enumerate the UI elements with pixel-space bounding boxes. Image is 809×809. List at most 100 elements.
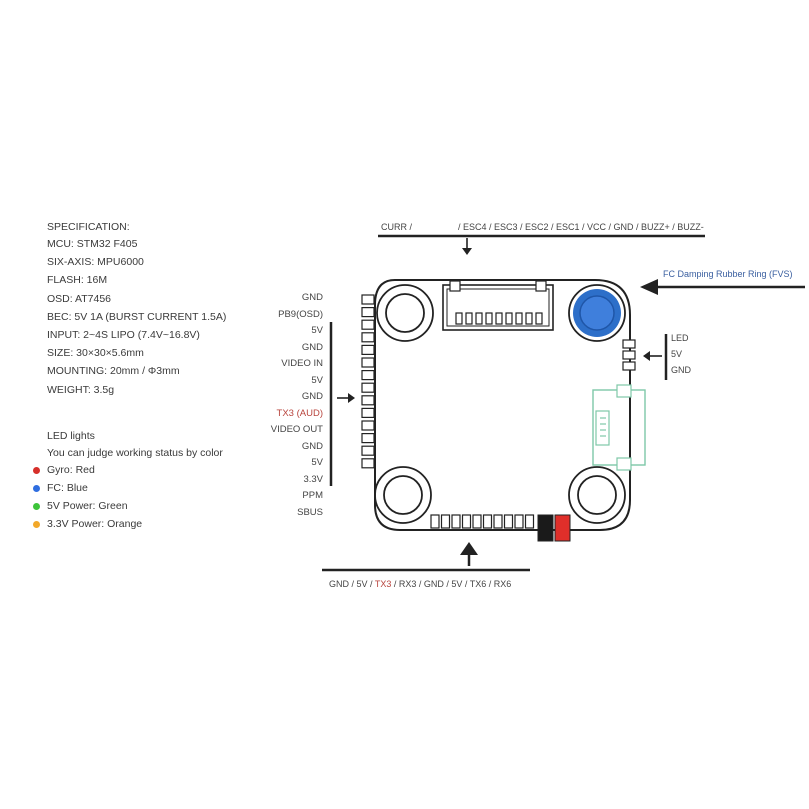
bottom-pad (482, 514, 493, 529)
bottom-pad (524, 514, 535, 529)
left-pad (361, 319, 375, 330)
bottom-pad (472, 514, 482, 529)
spec-line: BEC: 5V 1A (BURST CURRENT 1.5A) (47, 310, 227, 323)
led-label: 5V Power: Green (47, 500, 128, 512)
left-pad (361, 407, 375, 418)
right-pad (622, 361, 636, 371)
led-label: FC: Blue (47, 482, 88, 494)
right-pin-arrow-icon (643, 351, 662, 361)
top-connector-pin (465, 312, 473, 325)
left-pin-label: GND (301, 292, 323, 303)
bottom-pad (503, 514, 514, 529)
led-item: 3.3V Power: Orange (33, 518, 142, 530)
right-pad (622, 339, 636, 349)
led-dot-icon (33, 520, 40, 528)
top-connector-pin (505, 312, 513, 325)
spec-line: WEIGHT: 3.5g (47, 383, 115, 396)
top-connector-pin (485, 312, 493, 325)
left-pad (361, 420, 375, 431)
spec-line: MCU: STM32 F405 (47, 238, 138, 250)
right-pad-column (622, 339, 636, 371)
led-dot-icon (33, 466, 40, 474)
led-item: FC: Blue (33, 482, 88, 494)
top-connector-pin (455, 312, 463, 325)
spec-line: OSD: AT7456 (47, 292, 112, 305)
top-connector-pin (535, 312, 543, 325)
led-label: Gyro: Red (47, 464, 95, 476)
led-dot-icon (33, 484, 40, 492)
bottom-pad-row (430, 514, 535, 529)
usb-port (592, 384, 646, 471)
damping-ring-label: FC Damping Rubber Ring (FVS) (663, 269, 793, 279)
top-connector-pin (475, 312, 483, 325)
left-pad (361, 445, 375, 456)
right-pin-label: LED (671, 333, 689, 343)
led-title: LED lights (47, 430, 95, 442)
led-item: Gyro: Red (33, 464, 95, 476)
spec-line: SIX-AXIS: MPU6000 (47, 256, 144, 269)
mount-hole-bottom-right (568, 466, 626, 524)
spec-line: INPUT: 2~4S LIPO (7.4V~16.8V) (47, 329, 200, 341)
left-pin-label: 5V (311, 374, 323, 386)
left-pad (361, 458, 375, 469)
left-pin-label: GND (301, 440, 323, 452)
left-pad (361, 370, 375, 381)
right-pin-label: 5V (671, 349, 683, 359)
power-connector (537, 514, 571, 542)
damping-ring-arrow-icon (640, 279, 805, 295)
spec-line: SIZE: 30×30×5.6mm (47, 347, 144, 360)
left-pin-label: 5V (311, 325, 323, 336)
top-connector-pin (495, 312, 503, 325)
spec-line: FLASH: 16M (47, 274, 108, 287)
right-pad (622, 350, 636, 360)
bottom-pad (514, 514, 524, 529)
top-connector-pin (515, 312, 523, 325)
left-pin-label: PPM (302, 490, 323, 501)
left-pin-label: 3.3V (303, 473, 323, 485)
mount-hole-top-left (376, 284, 434, 342)
left-pad (361, 382, 375, 393)
left-pad (361, 332, 375, 343)
bottom-pad (451, 514, 461, 529)
left-pin-label: PB9(OSD) (278, 308, 323, 320)
top-connector-pin (525, 312, 533, 325)
left-pin-label: 5V (311, 457, 323, 468)
left-pad (361, 357, 375, 368)
left-pad (361, 344, 375, 355)
bottom-pad (461, 514, 472, 529)
bottom-pad (493, 514, 503, 529)
bottom-pad (430, 514, 440, 529)
led-label: 3.3V Power: Orange (47, 518, 143, 530)
left-pad (361, 395, 375, 406)
led-subtitle: You can judge working status by color (47, 447, 223, 459)
left-pin-label: GND (301, 341, 323, 353)
top-arrow-icon (462, 238, 472, 255)
mount-hole-bottom-left (374, 466, 432, 524)
left-pin-label: VIDEO IN (281, 358, 323, 369)
left-pin-label: TX3 (AUD) (276, 407, 323, 419)
bottom-header-label: GND / 5V / TX3 / RX3 / GND / 5V / TX6 / … (329, 579, 511, 589)
left-pad (361, 433, 375, 444)
right-pin-label: GND (671, 365, 691, 375)
left-pad (361, 307, 375, 318)
left-pin-label: SBUS (297, 506, 323, 518)
led-item: 5V Power: Green (33, 500, 128, 512)
bottom-header-tx3: TX3 (374, 579, 392, 589)
left-pin-arrow-icon (337, 393, 355, 403)
top-header-esc: / ESC4 / ESC3 / ESC2 / ESC1 / VCC / GND … (458, 222, 704, 232)
left-pin-label: GND (301, 391, 323, 402)
led-dot-icon (33, 502, 40, 510)
left-pad (361, 294, 375, 305)
bottom-arrow-icon (460, 542, 478, 566)
top-header-curr: CURR / (381, 222, 412, 232)
top-connector (442, 280, 554, 331)
bottom-pad (440, 514, 451, 529)
spec-title: SPECIFICATION: (47, 221, 130, 233)
damping-ring-hole (568, 284, 626, 342)
bottom-header-part1: GND / 5V / (329, 579, 375, 589)
board-outline (374, 279, 631, 531)
spec-line: MOUNTING: 20mm / Φ3mm (47, 365, 180, 378)
bottom-header-part3: / RX3 / GND / 5V / TX6 / RX6 (391, 579, 512, 589)
left-pad-column (361, 294, 375, 469)
